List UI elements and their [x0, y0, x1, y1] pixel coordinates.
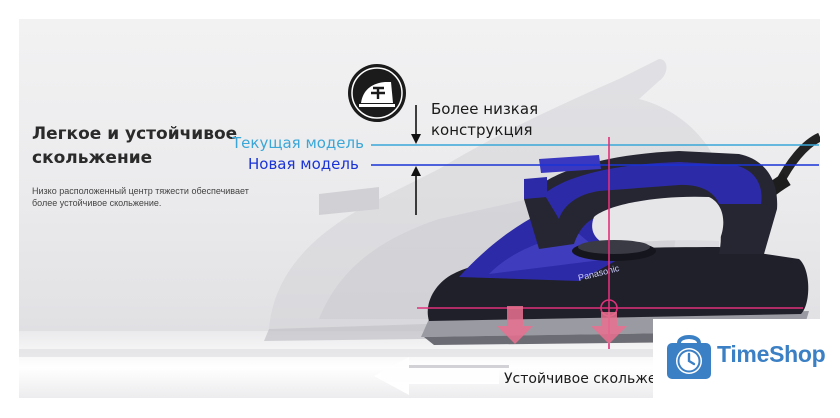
new-model-iron: Panasonic	[421, 132, 820, 345]
timeshop-logo-badge[interactable]: TimeShop	[653, 319, 840, 399]
lower-design-label: Более низкая конструкция	[431, 100, 539, 139]
iron-illustration: Panasonic	[19, 59, 820, 395]
pressure-arrows	[497, 306, 627, 344]
current-model-label: Текущая модель	[232, 134, 364, 152]
height-difference-arrows	[411, 105, 421, 215]
timeshop-logo-text: TimeShop	[717, 341, 826, 367]
banner-description: Низко расположенный центр тяжести обеспе…	[32, 186, 249, 208]
new-model-label: Новая модель	[248, 155, 359, 173]
banner-title: Легкое и устойчивое скольжение	[32, 124, 238, 168]
stable-glide-label: Устойчивое скольжение	[504, 371, 684, 387]
clock-bag-icon	[661, 329, 717, 385]
low-profile-emblem-icon	[347, 63, 407, 123]
glide-arrow-icon	[374, 357, 509, 395]
